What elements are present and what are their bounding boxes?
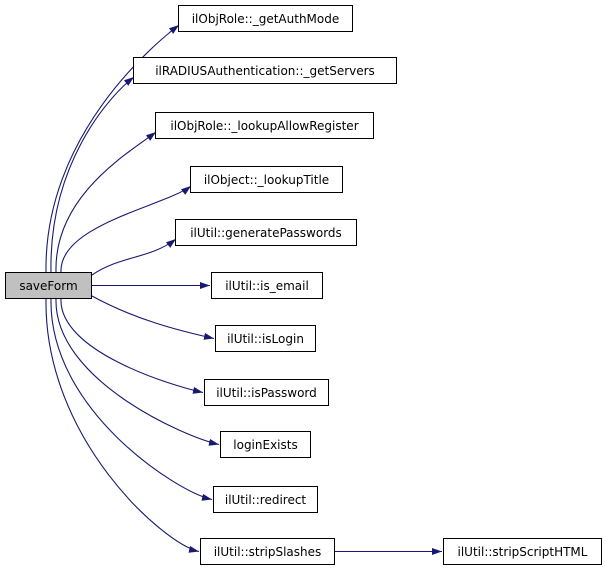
graph-node-is_email[interactable]: ilUtil::is_email [211,272,323,299]
graph-node-lookupTitle[interactable]: ilObject::_lookupTitle [190,166,343,193]
graph-node-saveForm: saveForm [5,272,92,299]
graph-node-getServers[interactable]: ilRADIUSAuthentication::_getServers [133,57,397,84]
call-edge-saveForm-generatePasswords [91,238,177,276]
graph-node-generatePasswords[interactable]: ilUtil::generatePasswords [175,219,357,246]
call-edge-saveForm-lookupAllowRegister [55,131,157,273]
graph-node-redirect[interactable]: ilUtil::redirect [213,486,318,513]
graph-node-isLogin[interactable]: ilUtil::isLogin [215,325,316,352]
call-edge-saveForm-stripSlashes [45,298,200,553]
call-edge-saveForm-getServers [50,76,135,273]
call-edge-saveForm-redirect [50,298,213,501]
call-edge-saveForm-isPassword [60,298,204,394]
graph-node-stripSlashes[interactable]: ilUtil::stripSlashes [200,538,335,565]
graph-node-isPassword[interactable]: ilUtil::isPassword [204,379,329,406]
call-edge-saveForm-getAuthMode [45,24,180,273]
call-edge-saveForm-isLogin [91,295,215,340]
graph-node-stripScriptHTML[interactable]: ilUtil::stripScriptHTML [443,538,602,565]
graph-node-getAuthMode[interactable]: ilObjRole::_getAuthMode [178,5,353,32]
graph-node-loginExists[interactable]: loginExists [220,431,311,458]
call-edge-saveForm-lookupTitle [60,185,192,273]
graph-node-lookupAllowRegister[interactable]: ilObjRole::_lookupAllowRegister [155,112,374,139]
call-edge-saveForm-loginExists [55,298,220,446]
